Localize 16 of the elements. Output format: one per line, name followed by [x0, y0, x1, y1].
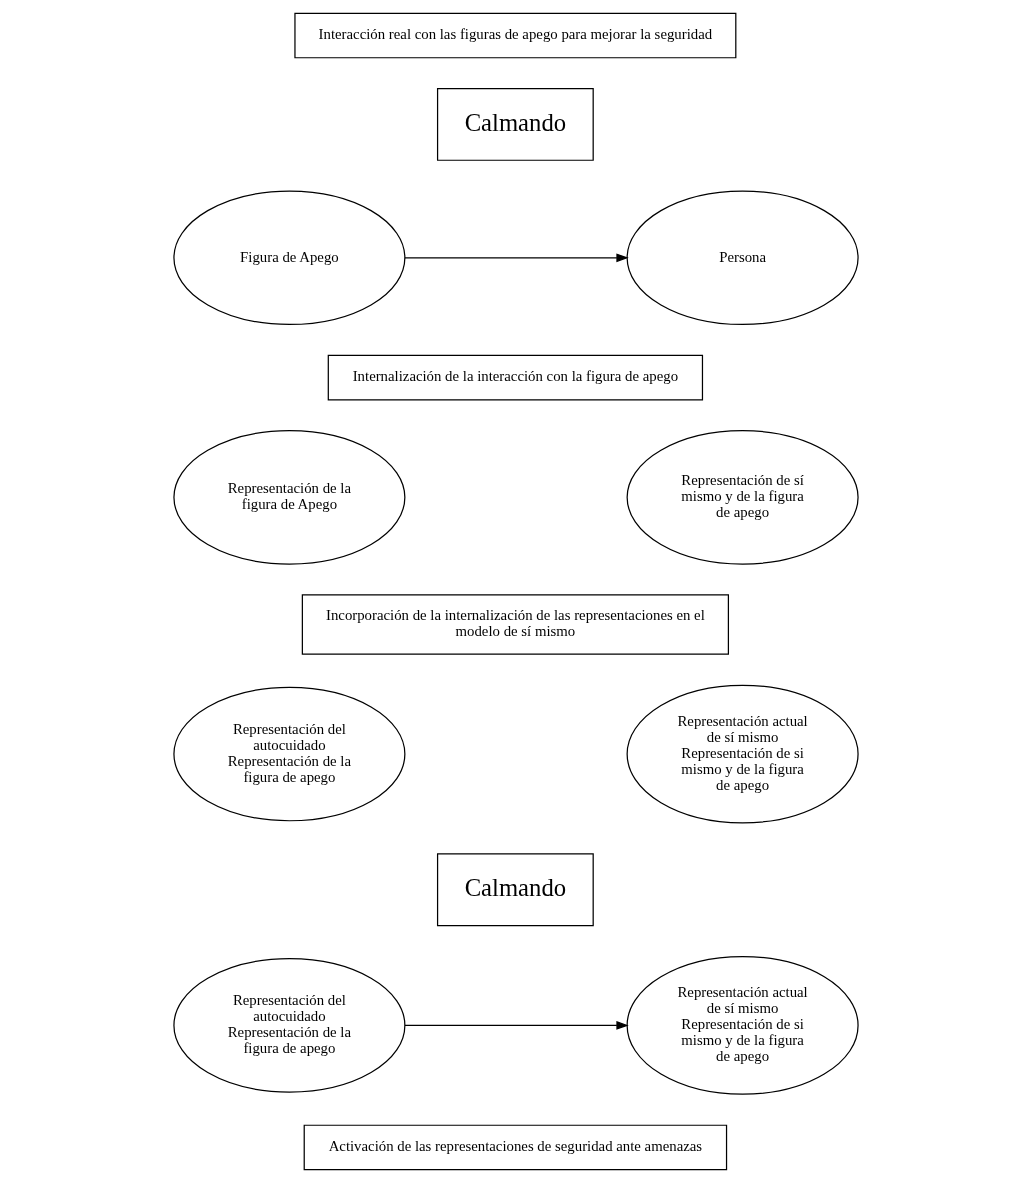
node-ellipse: Representación de sí mismo y de la figura de apego: [626, 430, 859, 565]
node-box: Calmando: [436, 853, 594, 927]
arrow: [404, 1021, 629, 1030]
node-box: Calmando: [436, 88, 594, 161]
node-box: Interacción real con las figuras de apego para mejorar la seguridad: [294, 12, 737, 59]
node-box: Internalización de la interacción con la figura de apego: [327, 354, 704, 401]
node-ellipse: Figura de Apego: [173, 190, 406, 326]
node-ellipse: Representación del autocuidado Representación de la figura de apego: [173, 686, 406, 822]
node-ellipse: Persona: [626, 190, 859, 326]
node-box: Incorporación de la internalización de las representaciones en el modelo de sí mismo: [301, 594, 729, 655]
node-ellipse: Representación del autocuidado Representación de la figura de apego: [173, 958, 406, 1093]
node-ellipse: Representación actual de sí mismo Representación de si mismo y de la figura de apego: [626, 684, 859, 824]
node-ellipse: Representación actual de sí mismo Representación de si mismo y de la figura de apego: [626, 955, 859, 1095]
node-box: Activación de las representaciones de seguridad ante amenazas: [303, 1124, 728, 1171]
arrow: [404, 253, 629, 263]
node-ellipse: Representación de la figura de Apego: [173, 430, 406, 565]
